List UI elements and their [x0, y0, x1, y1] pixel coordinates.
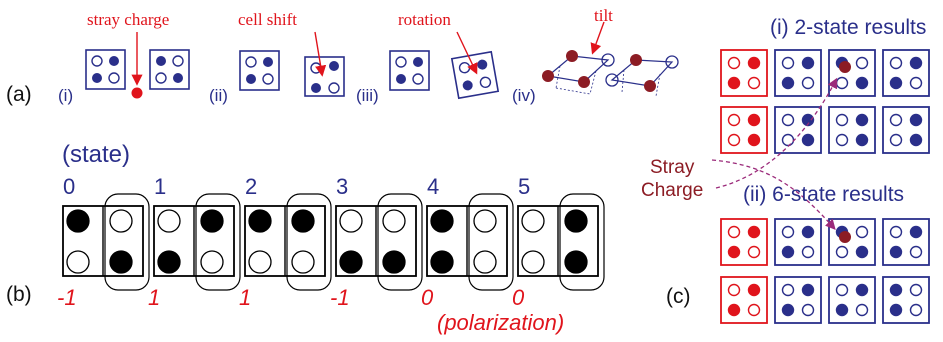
results-2state-title: (i) 2-state results	[770, 16, 927, 39]
empty-site	[382, 209, 406, 233]
empty-site	[521, 250, 545, 274]
state-number: 5	[518, 174, 531, 199]
state-number: 2	[245, 174, 258, 199]
state-number: 0	[63, 174, 76, 199]
cell-shift-arrow	[314, 31, 327, 77]
empty-site	[109, 209, 133, 233]
stray-label-line2: Charge	[641, 180, 704, 201]
results-grid	[720, 49, 930, 324]
filled-site	[339, 250, 363, 274]
result-cell	[720, 106, 768, 154]
state-cell	[153, 193, 241, 291]
empty-site	[473, 209, 497, 233]
rotation-arrow	[456, 31, 478, 75]
panel-a-label: (a)	[6, 83, 32, 106]
panel-a-artwork	[85, 21, 679, 100]
empty-site	[339, 209, 363, 233]
filled-site	[382, 250, 406, 274]
cell-a-iii-right	[450, 50, 500, 100]
stray-charge-pointers	[711, 61, 851, 243]
cell-a-ii-left	[239, 50, 280, 91]
sub-label-iii: (iii)	[356, 86, 379, 105]
state-row	[62, 193, 605, 291]
result-cell	[882, 49, 930, 97]
sub-label-ii: (ii)	[209, 86, 228, 105]
empty-site	[521, 209, 545, 233]
polarization-value: -1	[330, 285, 350, 310]
cell-a-i-left	[85, 49, 126, 90]
result-cell	[828, 276, 876, 324]
state-title: (state)	[62, 141, 131, 168]
sub-label-iv: (iv)	[512, 86, 536, 105]
state-cell	[426, 193, 514, 291]
filled-site	[109, 250, 133, 274]
result-cell	[828, 49, 876, 97]
stray-charge-annotation: stray charge	[87, 10, 170, 29]
result-cell	[828, 106, 876, 154]
tilted-cells	[542, 50, 679, 97]
stray-arrow-bottom	[711, 159, 836, 230]
polarization-value: 1	[239, 285, 252, 310]
stray-label-line1: Stray	[650, 157, 695, 178]
panel-b-label: (b)	[6, 283, 32, 306]
state-cell	[62, 193, 150, 291]
filled-site	[564, 209, 588, 233]
filled-site	[200, 209, 224, 233]
result-cell	[882, 106, 930, 154]
filled-site	[291, 209, 315, 233]
result-cell	[774, 218, 822, 266]
result-cell	[828, 218, 876, 266]
result-cell	[882, 218, 930, 266]
result-cell	[774, 276, 822, 324]
stray-charge-dot-a	[131, 87, 143, 99]
filled-site	[157, 250, 181, 274]
filled-site	[248, 209, 272, 233]
polarization-value: -1	[57, 285, 77, 310]
rotation-annotation: rotation	[398, 10, 451, 29]
state-number: 3	[336, 174, 349, 199]
polarization-value: 1	[148, 285, 161, 310]
polarization-title: (polarization)	[437, 310, 565, 335]
tilt-arrow	[590, 21, 605, 55]
filled-site	[430, 250, 454, 274]
result-cell	[882, 276, 930, 324]
result-cell	[720, 276, 768, 324]
empty-site	[248, 250, 272, 274]
result-cell	[720, 218, 768, 266]
results-6state-title: (ii) 6-state results	[743, 183, 905, 206]
polarization-value: 0	[512, 285, 525, 310]
polarization-value: 0	[421, 285, 434, 310]
cell-a-i-right	[149, 49, 190, 90]
state-cell	[335, 193, 423, 291]
filled-site	[66, 209, 90, 233]
sub-label-i: (i)	[58, 86, 74, 105]
result-cell	[774, 106, 822, 154]
state-number: 1	[154, 174, 167, 199]
empty-site	[157, 209, 181, 233]
cell-a-iii-left	[389, 50, 430, 91]
stray-charge-dot-c-top	[839, 61, 851, 73]
result-cell	[720, 49, 768, 97]
empty-site	[473, 250, 497, 274]
empty-site	[291, 250, 315, 274]
state-number: 4	[427, 174, 440, 199]
state-cell	[517, 193, 605, 291]
stray-charge-dot-c-bottom	[839, 231, 851, 243]
filled-site	[430, 209, 454, 233]
panel-c-label: (c)	[666, 285, 691, 308]
tilt-annotation: tilt	[594, 6, 613, 25]
state-cell	[244, 193, 332, 291]
cell-shift-annotation: cell shift	[238, 10, 298, 29]
empty-site	[66, 250, 90, 274]
filled-site	[564, 250, 588, 274]
cell-a-ii-right	[304, 56, 345, 97]
result-cell	[774, 49, 822, 97]
empty-site	[200, 250, 224, 274]
